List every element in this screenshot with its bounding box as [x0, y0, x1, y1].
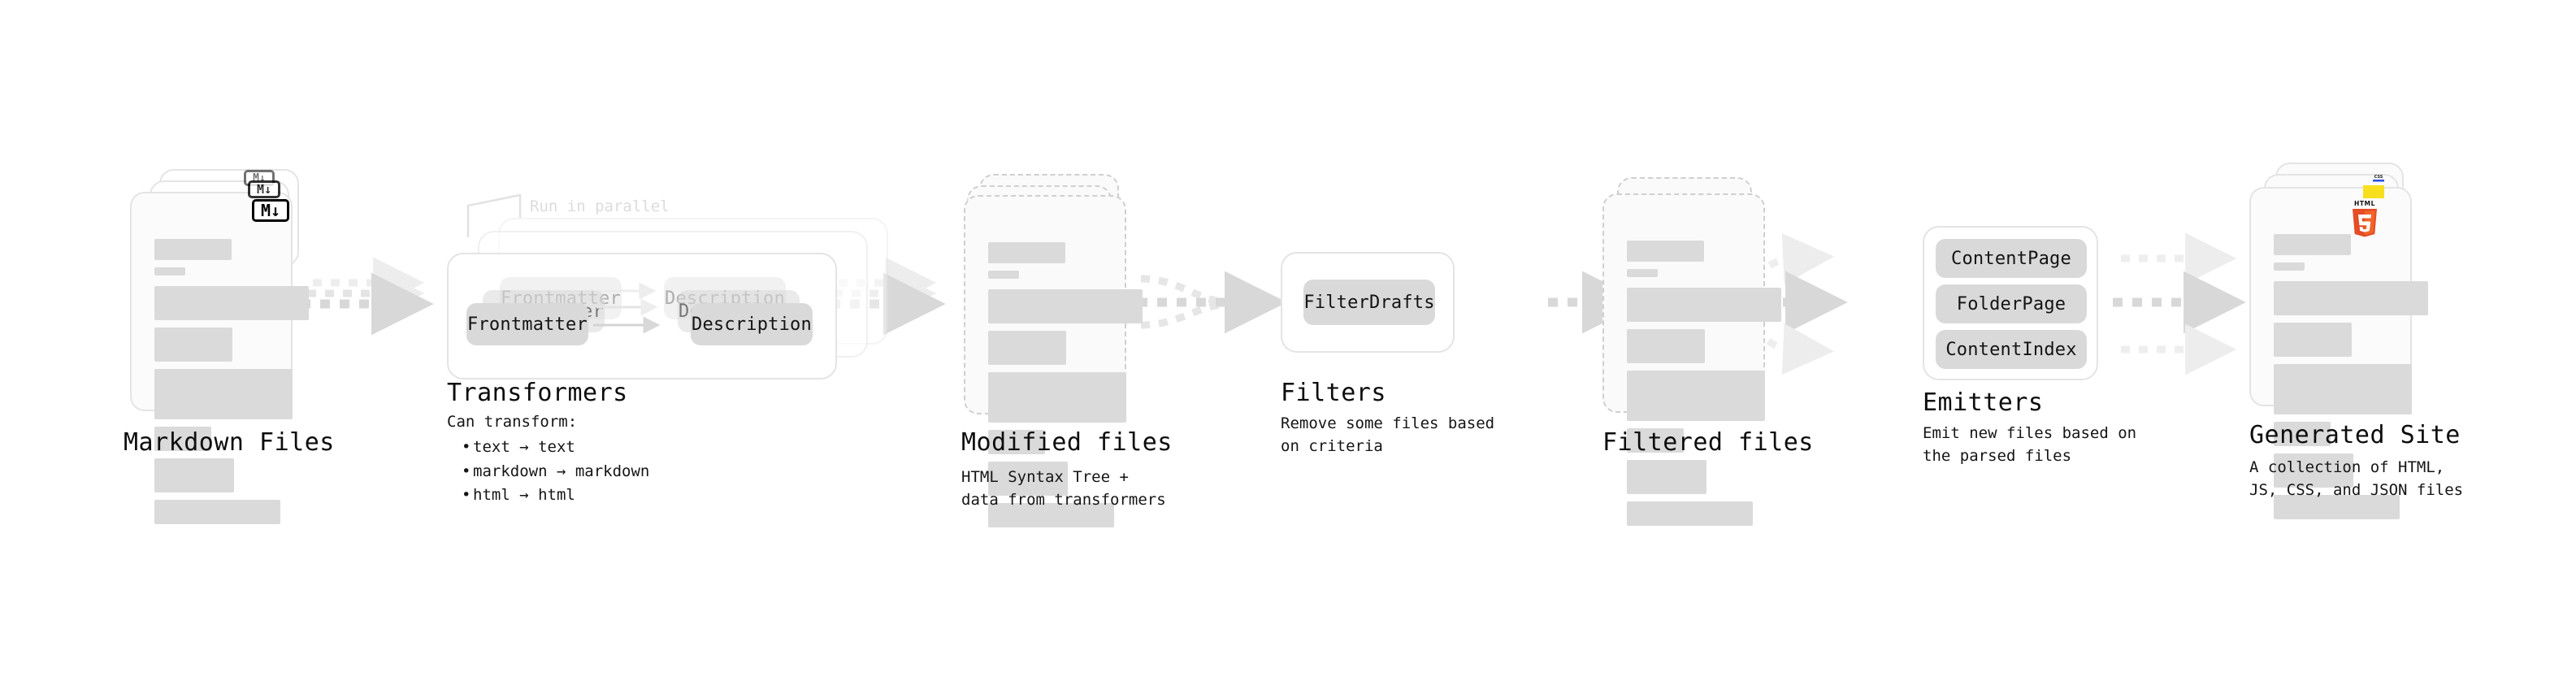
transformers-group: Frontmatter Frontmatter Frontmatter Desc… [447, 253, 837, 380]
arrow-modified-to-filters [1138, 271, 1287, 334]
modified-skeleton [988, 242, 1143, 527]
stage-subtitle-emitters: Emit new files based on the parsed files [1923, 424, 2137, 465]
site-skeleton [2274, 234, 2428, 519]
chip-contentindex[interactable]: ContentIndex [1936, 330, 2087, 369]
stage-title-transformers: Transformers [447, 379, 628, 407]
markdown-card-front [130, 192, 309, 524]
transformers-bullets: Can transform: text → text markdown → ma… [447, 410, 649, 508]
filtered-card-front [1602, 193, 1781, 526]
transform-rule-2: markdown → markdown [462, 460, 649, 484]
site-card-front [2249, 187, 2428, 519]
stage-title-modified-files: Modified files [961, 428, 1173, 457]
js-badge [2363, 185, 2384, 198]
filters-group: FilterDrafts [1281, 252, 1455, 353]
stage-subtitle-filters: Remove some files based on criteria [1281, 414, 1495, 455]
stage-title-markdown-files: Markdown Files [124, 428, 335, 457]
stage-subtitle-modified-files: HTML Syntax Tree + data from transformer… [961, 468, 1166, 509]
html5-badge: HTML [2348, 198, 2381, 237]
filtered-skeleton [1627, 241, 1781, 526]
transformers-bullets-header: Can transform: [447, 413, 578, 431]
transform-rule-3: html → html [462, 484, 649, 508]
emitters-group: ContentPage FolderPage ContentIndex [1923, 226, 2098, 380]
arrow-emitters-to-site [2113, 232, 2246, 375]
chip-frontmatter[interactable]: Frontmatter [466, 303, 588, 345]
stage-title-filtered-files: Filtered files [1602, 428, 1814, 457]
stage-title-filters: Filters [1281, 379, 1386, 407]
chip-description[interactable]: Description [691, 303, 813, 345]
chip-filterdrafts[interactable]: FilterDrafts [1303, 280, 1435, 325]
svg-text:CSS: CSS [2374, 175, 2383, 180]
modified-card-front [964, 195, 1143, 527]
svg-text:HTML: HTML [2354, 200, 2375, 207]
run-in-parallel-label: Run in parallel [530, 197, 670, 215]
chip-contentpage[interactable]: ContentPage [1936, 239, 2087, 278]
transform-rule-1: text → text [462, 436, 649, 460]
chip-folderpage[interactable]: FolderPage [1936, 284, 2087, 323]
stage-subtitle-generated-site: A collection of HTML, JS, CSS, and JSON … [2249, 458, 2464, 499]
markdown-skeleton [154, 239, 309, 524]
stage-title-emitters: Emitters [1923, 388, 2044, 417]
css3-badge: CSS [2370, 171, 2387, 182]
arrow-markdown-to-transformers [301, 257, 434, 336]
markdown-badge: M↓ [252, 199, 289, 222]
stage-title-generated-site: Generated Site [2249, 421, 2461, 449]
markdown-badge-back-1: M↓ [248, 180, 280, 198]
